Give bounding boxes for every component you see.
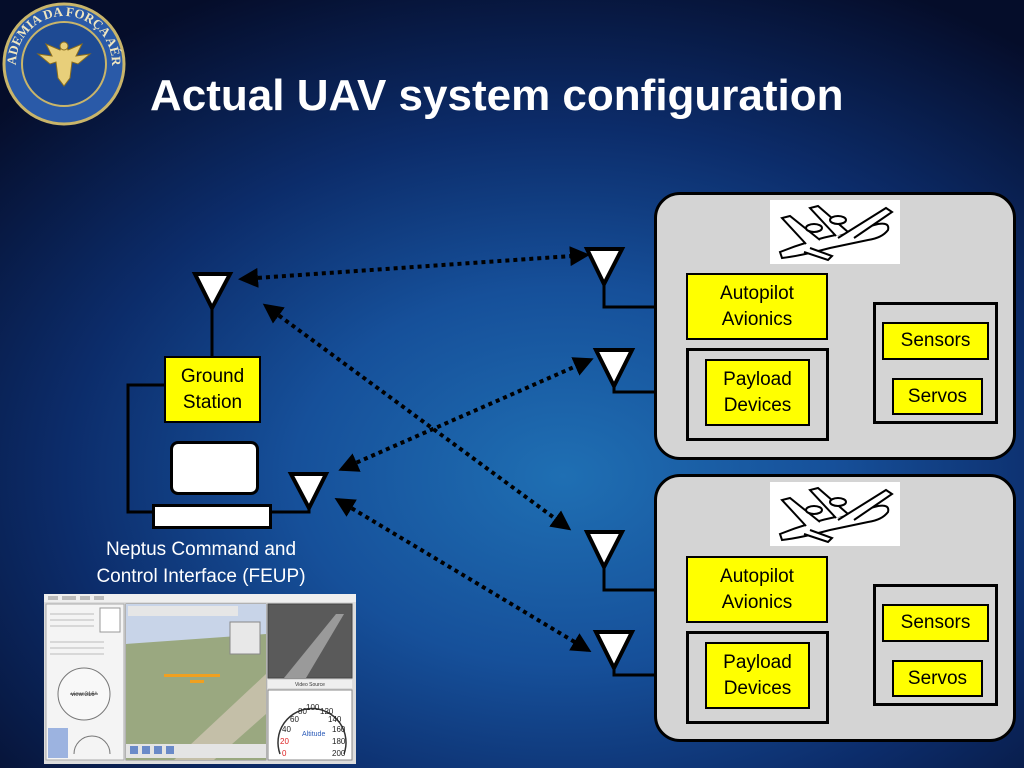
- airplane-icon: [770, 200, 900, 264]
- sensors-box: Sensors: [882, 604, 989, 642]
- radio-link-gs-uav1: [238, 246, 590, 288]
- gauge-tick: 200: [332, 749, 346, 758]
- airplane-icon: [770, 482, 900, 546]
- peripherals-frame: [873, 584, 998, 706]
- video-source-label: Video Source: [295, 682, 325, 688]
- wire-station-neptus: [126, 383, 164, 514]
- neptus-screenshot: view:316° Video Source 60 80 100 120 140…: [44, 594, 356, 764]
- sensors-box: Sensors: [882, 322, 989, 360]
- computer-monitor-icon: [170, 441, 259, 495]
- gauge-tick: 20: [280, 737, 289, 746]
- gauge-tick: 160: [332, 725, 346, 734]
- servos-box: Servos: [892, 660, 983, 697]
- uav1-antenna-a-icon: [583, 247, 626, 289]
- uav1-antenna-b-icon: [592, 348, 636, 391]
- gauge-tick: 40: [282, 725, 291, 734]
- slide-title: Actual UAV system configuration: [150, 71, 844, 120]
- radio-link-neptus-uav1: [338, 357, 594, 472]
- uav2-antenna-b-icon: [592, 630, 636, 673]
- heading-readout: view:316°: [71, 692, 98, 698]
- academy-logo: ACADEMIA DA FORÇA AÉREA: [2, 2, 126, 126]
- gauge-tick: 80: [298, 707, 307, 716]
- gauge-tick: 180: [332, 737, 346, 746]
- computer-keyboard-icon: [152, 504, 272, 529]
- servos-box: Servos: [892, 378, 983, 415]
- payload-frame: [686, 348, 829, 441]
- gauge-label: Altitude: [302, 731, 325, 738]
- gauge-tick: 140: [328, 715, 342, 724]
- payload-frame: [686, 631, 829, 724]
- gs-antenna-icon: [191, 272, 234, 313]
- neptus-caption: Neptus Command and Control Interface (FE…: [96, 539, 306, 587]
- gauge-tick: 120: [320, 707, 334, 716]
- gauge-tick: 60: [290, 715, 299, 724]
- uav2-antenna-a-icon: [583, 530, 626, 572]
- eagle-icon: [36, 40, 92, 87]
- peripherals-frame: [873, 302, 998, 424]
- radio-link-neptus-uav2: [334, 497, 592, 653]
- gauge-tick: 100: [306, 703, 320, 712]
- neptus-antenna-icon: [287, 472, 330, 513]
- gauge-tick: 0: [282, 749, 287, 758]
